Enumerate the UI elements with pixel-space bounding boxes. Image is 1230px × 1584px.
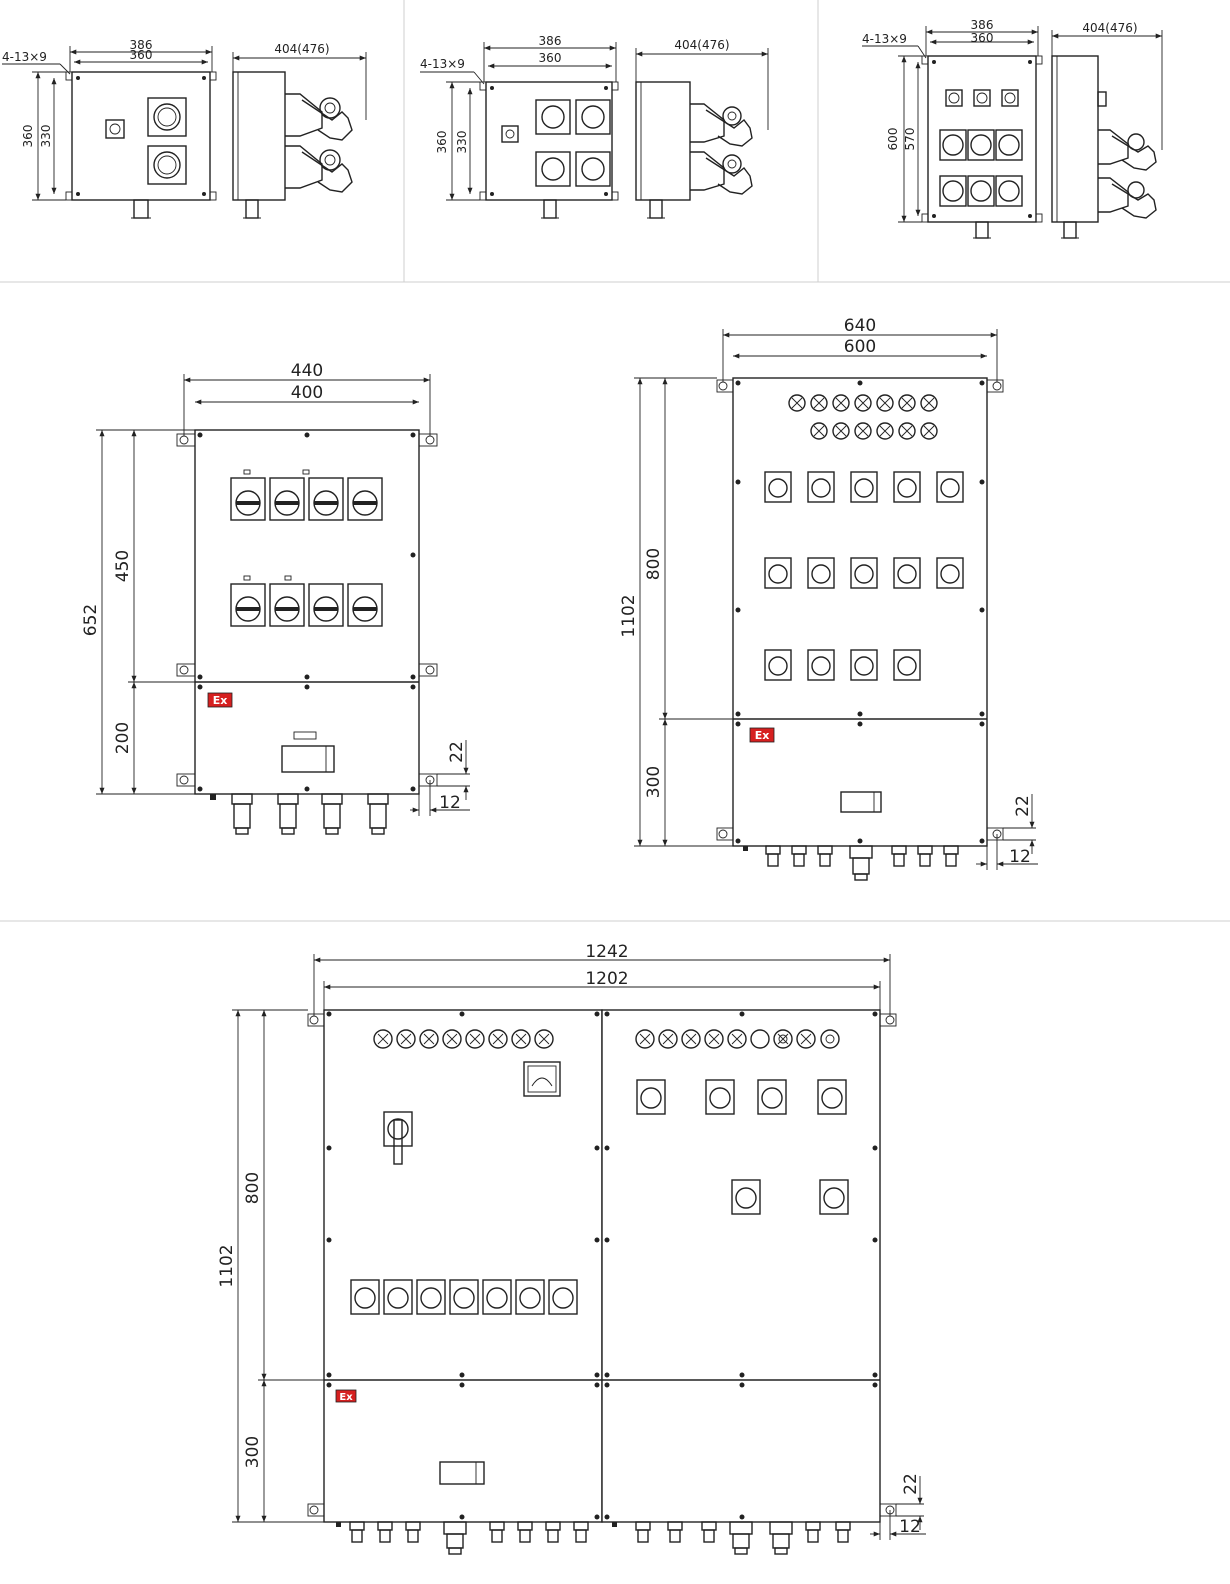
mr-height-total: 1102 [619,594,639,637]
ml-width-outer: 440 [291,361,323,381]
ml-height-lower: 200 [113,722,133,754]
ml-width-inner: 400 [291,383,323,403]
tr-height-inner: 570 [903,128,917,151]
tl-height-outer: 360 [21,125,35,148]
ml-offset-h: 12 [439,793,461,813]
b-offset-v: 22 [901,1473,921,1495]
b-height-total: 1102 [217,1244,237,1287]
enclosure-top-right: 386 360 404(476) 600 570 4-13×9 [862,18,1163,239]
mr-width-inner: 600 [844,337,876,357]
ex-badge: Ex [335,1389,357,1403]
b-width-outer: 1242 [585,942,628,962]
tm-width-outer: 386 [539,34,562,48]
enclosure-top-middle: 386 360 404(476) 360 330 4-13×9 [420,34,769,219]
enclosure-bottom: Ex 1242 1202 [217,942,926,1555]
tr-width-outer: 386 [971,18,994,32]
mr-offset-v: 22 [1013,795,1033,817]
tr-hole-callout: 4-13×9 [862,32,907,46]
b-height-upper: 800 [243,1172,263,1204]
tl-hole-callout: 4-13×9 [2,50,47,64]
ex-badge: Ex [207,692,233,708]
svg-text:Ex: Ex [213,694,228,707]
tl-height-inner: 330 [39,125,53,148]
b-offset-h: 12 [899,1517,921,1537]
b-width-inner: 1202 [585,969,628,989]
tm-height-inner: 330 [455,131,469,154]
tr-height-outer: 600 [886,128,900,151]
mr-height-upper: 800 [644,548,664,580]
tl-width-inner: 360 [130,48,153,62]
ml-height-upper: 450 [113,550,133,582]
mr-height-lower: 300 [644,766,664,798]
mr-offset-h: 12 [1009,847,1031,867]
ml-height-total: 652 [81,604,101,636]
mr-width-outer: 640 [844,316,876,336]
enclosure-top-left: 386 360 404(476) 360 330 4-13×9 [2,38,367,219]
tm-height-outer: 360 [435,131,449,154]
tr-width-inner: 360 [971,31,994,45]
enclosure-middle-left: Ex 440 400 652 450 200 22 12 [81,361,470,835]
tm-hole-callout: 4-13×9 [420,57,465,71]
tl-width-outer: 386 [130,38,153,52]
ex-badge: Ex [749,727,775,743]
enclosure-middle-right: Ex 640 600 1102 800 300 22 12 [619,316,1038,881]
tl-depth: 404(476) [274,42,329,56]
svg-text:Ex: Ex [339,1392,353,1403]
svg-text:Ex: Ex [755,729,770,742]
tm-depth: 404(476) [674,38,729,52]
tm-width-inner: 360 [539,51,562,65]
ml-offset-v: 22 [447,741,467,763]
b-height-lower: 300 [243,1436,263,1468]
tr-depth: 404(476) [1082,21,1137,35]
